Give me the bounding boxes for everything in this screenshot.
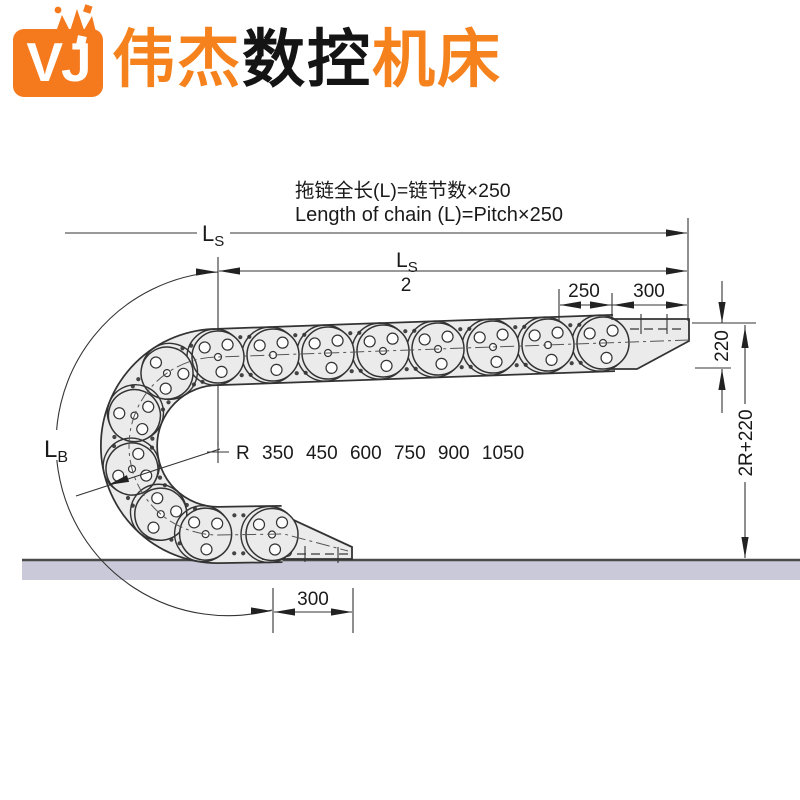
- chain-link-disc: [186, 328, 245, 386]
- arrowhead: [331, 608, 352, 616]
- dim-250: 250: [568, 281, 600, 302]
- arrowhead: [718, 302, 726, 323]
- formula-en: Length of chain (L)=Pitch×250: [295, 204, 563, 226]
- ls-half-denominator: 2: [401, 275, 412, 296]
- lb-label-bg: [38, 430, 84, 460]
- brand-part-1: 伟杰: [112, 25, 242, 95]
- chain-link-disc: [241, 326, 300, 384]
- arrowhead: [196, 268, 217, 276]
- formula-cn: 拖链全长(L)=链节数×250: [295, 180, 511, 202]
- dim-300-bottom: 300: [297, 589, 329, 610]
- arrowhead: [274, 608, 295, 616]
- chain-axis: [128, 339, 690, 552]
- arrowhead: [666, 229, 687, 237]
- arrowhead: [666, 301, 687, 309]
- ground: [22, 558, 800, 580]
- ground-band: [22, 561, 800, 580]
- arrowhead: [741, 537, 749, 558]
- arrowhead: [108, 475, 130, 485]
- brand-part-2: 数控: [242, 25, 372, 95]
- arrowhead: [741, 327, 749, 348]
- ls-half-numerator: LS: [396, 249, 418, 276]
- chain-link-disc: [461, 318, 520, 376]
- radius-series: R 350 450 600 750 900 1050: [236, 443, 524, 464]
- arrowhead: [560, 301, 581, 309]
- dim-2r-220: 2R+220: [736, 409, 757, 476]
- logo-square: VJ: [13, 29, 103, 97]
- lb-label: LB: [44, 436, 68, 466]
- arrowhead: [718, 369, 726, 390]
- logo: VJ 伟杰数控机床: [0, 0, 800, 130]
- dim-220: 220: [712, 330, 733, 362]
- brand-text: 伟杰数控机床: [112, 22, 502, 98]
- brand-part-3: 机床: [372, 25, 502, 95]
- arrowhead: [219, 267, 240, 275]
- arrowhead: [590, 301, 611, 309]
- ls-label: LS: [202, 221, 224, 250]
- dim-300-top: 300: [633, 281, 665, 302]
- dimension-arrows: [108, 229, 749, 616]
- arrowhead: [613, 301, 634, 309]
- arrowhead: [666, 267, 687, 275]
- arrowhead: [251, 607, 272, 615]
- lb-arc: [55, 271, 273, 617]
